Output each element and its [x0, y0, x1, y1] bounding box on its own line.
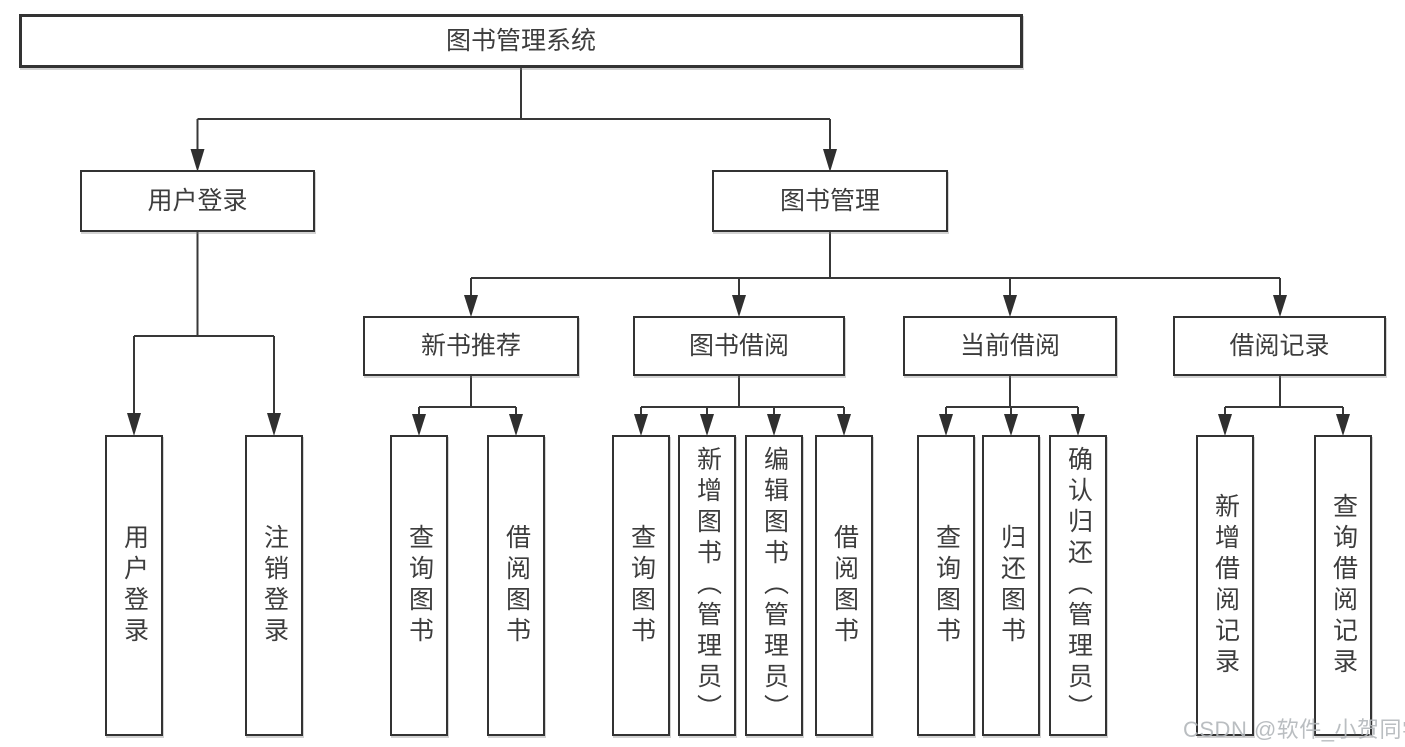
leaf-query-books-current: 查询图书	[917, 435, 975, 736]
csdn-watermark: CSDN @软件_小贺同学	[1183, 717, 1405, 742]
leaf-add-borrow-record: 新增借阅记录	[1196, 435, 1254, 736]
arrowhead	[1273, 295, 1287, 317]
arrowhead	[267, 413, 281, 436]
connector-book-mgmt-to-level3	[464, 231, 1287, 317]
node-new-book-recommend: 新书推荐	[363, 316, 579, 376]
node-label: 新增借阅记录	[1211, 492, 1240, 679]
leaf-borrow-books: 借阅图书	[815, 435, 873, 736]
node-label: 图书借阅	[688, 332, 789, 360]
leaf-confirm-return-admin: 确认归还（管理员）	[1049, 435, 1107, 736]
connector-borrow-records-to-leaves	[1218, 375, 1350, 436]
node-label: 图书管理	[779, 187, 880, 215]
node-label: 查询图书	[405, 523, 434, 648]
arrowhead	[837, 414, 851, 436]
arrowhead	[700, 414, 714, 436]
node-book-borrowing: 图书借阅	[633, 316, 845, 376]
arrowhead	[412, 414, 426, 436]
node-label: 查询图书	[932, 523, 961, 648]
connector-root-to-level2	[190, 65, 837, 172]
leaf-add-book-admin: 新增图书（管理员）	[678, 435, 736, 736]
arrowhead	[1218, 414, 1232, 436]
leaf-borrow-books-recommend: 借阅图书	[487, 435, 545, 736]
node-root: 图书管理系统	[19, 14, 1023, 68]
node-label: 注销登录	[260, 523, 289, 648]
arrowhead	[1336, 414, 1350, 436]
arrowhead	[732, 295, 746, 317]
node-label: 查询图书	[627, 523, 656, 648]
connector-current-borrow-to-leaves	[939, 375, 1085, 436]
leaf-query-books-recommend: 查询图书	[390, 435, 448, 736]
node-label: 借阅图书	[502, 523, 531, 648]
leaf-logout: 注销登录	[245, 435, 303, 736]
node-label: 图书管理系统	[445, 27, 596, 55]
node-label: 借阅记录	[1229, 332, 1330, 360]
node-label: 查询借阅记录	[1329, 492, 1358, 679]
node-label: 当前借阅	[959, 332, 1060, 360]
node-label: 新增图书（管理员）	[693, 446, 722, 725]
node-label: 编辑图书（管理员）	[760, 446, 789, 725]
node-borrow-records: 借阅记录	[1173, 316, 1386, 376]
connector-new-book-rec-to-leaves	[412, 375, 523, 436]
arrowhead	[464, 295, 478, 317]
leaf-edit-book-admin: 编辑图书（管理员）	[745, 435, 803, 736]
node-current-borrowing: 当前借阅	[903, 316, 1117, 376]
node-label: 归还图书	[997, 523, 1026, 648]
leaf-query-books-borrowing: 查询图书	[612, 435, 670, 736]
arrowhead	[190, 149, 205, 172]
arrowhead	[1004, 414, 1018, 436]
arrowhead	[634, 414, 648, 436]
arrowhead	[823, 149, 837, 172]
leaf-return-books: 归还图书	[982, 435, 1040, 736]
arrowhead	[1071, 414, 1085, 436]
leaf-query-borrow-record: 查询借阅记录	[1314, 435, 1372, 736]
node-label: 新书推荐	[420, 332, 521, 360]
node-label: 确认归还（管理员）	[1064, 446, 1093, 725]
node-label: 用户登录	[147, 187, 248, 215]
leaf-user-login: 用户登录	[105, 435, 163, 736]
node-book-management: 图书管理	[712, 170, 948, 232]
connector-book-borrow-to-leaves	[634, 375, 851, 436]
node-user-login: 用户登录	[80, 170, 315, 232]
connector-user-login-to-leaves	[127, 231, 281, 436]
arrowhead	[127, 413, 141, 436]
arrowhead	[1003, 295, 1017, 317]
arrowhead	[509, 414, 523, 436]
arrowhead	[767, 414, 781, 436]
arrowhead	[939, 414, 953, 436]
node-label: 借阅图书	[830, 523, 859, 648]
node-label: 用户登录	[120, 523, 149, 648]
